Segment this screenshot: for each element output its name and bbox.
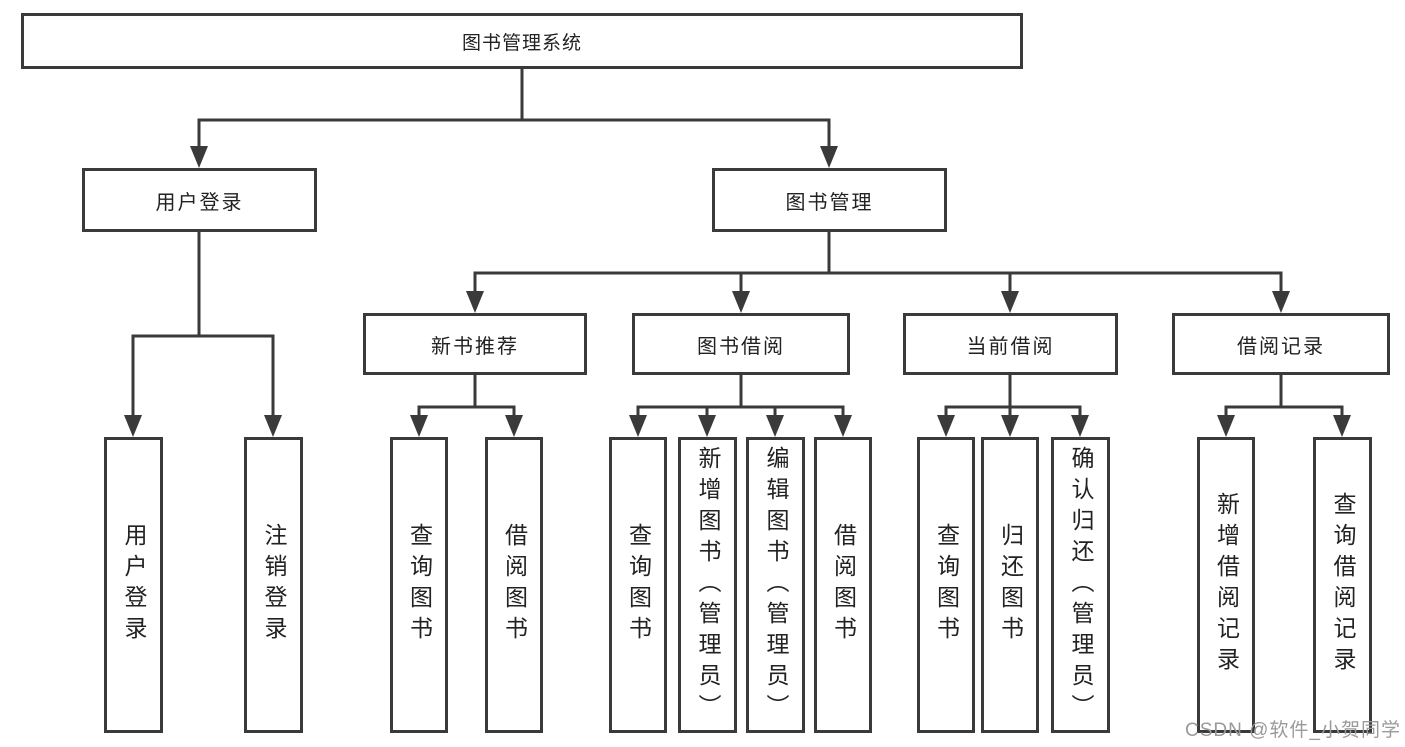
- node-label: 当前借阅: [966, 335, 1055, 358]
- node-label: 用户登录: [155, 191, 244, 214]
- leaf-logout: 注销登录: [244, 437, 303, 733]
- node-book-management: 图书管理: [712, 168, 947, 232]
- node-library-management-system: 图书管理系统: [21, 13, 1023, 69]
- node-new-book-recommendation: 新书推荐: [363, 313, 587, 375]
- node-label: 归还图书: [997, 523, 1024, 647]
- node-label: 图书管理系统: [461, 32, 582, 54]
- node-label: 借阅图书: [501, 523, 528, 647]
- node-label: 确认归还（管理员）: [1068, 445, 1094, 725]
- leaf-user-login: 用户登录: [104, 437, 163, 733]
- leaf-edit-books-admin: 编辑图书（管理员）: [746, 437, 805, 733]
- node-label: 借阅记录: [1237, 335, 1325, 358]
- leaf-add-borrow-record: 新增借阅记录: [1197, 437, 1255, 733]
- node-label: 图书借阅: [697, 335, 785, 358]
- node-label: 查询图书: [933, 523, 960, 647]
- node-label: 用户登录: [121, 523, 147, 647]
- csdn-watermark: CSDN @软件_小贺同学: [1185, 720, 1401, 741]
- leaf-query-books-current: 查询图书: [917, 437, 975, 733]
- leaf-query-books-borrow: 查询图书: [609, 437, 667, 733]
- leaf-borrow-books-recommend: 借阅图书: [485, 437, 543, 733]
- leaf-return-books: 归还图书: [981, 437, 1039, 733]
- node-label: 新书推荐: [431, 335, 519, 358]
- node-label: 新增图书（管理员）: [695, 445, 721, 725]
- node-label: 注销登录: [261, 523, 287, 647]
- node-current-borrowing: 当前借阅: [903, 313, 1118, 375]
- node-label: 编辑图书（管理员）: [763, 445, 789, 725]
- node-label: 查询借阅记录: [1330, 492, 1356, 678]
- leaf-borrow-books: 借阅图书: [814, 437, 872, 733]
- leaf-add-books-admin: 新增图书（管理员）: [678, 437, 737, 733]
- node-book-borrowing: 图书借阅: [632, 313, 850, 375]
- leaf-confirm-return-admin: 确认归还（管理员）: [1051, 437, 1110, 733]
- node-label: 借阅图书: [830, 523, 857, 647]
- node-label: 新增借阅记录: [1213, 492, 1240, 678]
- leaf-query-books-recommend: 查询图书: [390, 437, 448, 733]
- node-borrowing-records: 借阅记录: [1172, 313, 1390, 375]
- node-label: 图书管理: [785, 191, 874, 214]
- node-label: 查询图书: [625, 523, 652, 647]
- node-user-login: 用户登录: [82, 168, 317, 232]
- leaf-query-borrow-record: 查询借阅记录: [1313, 437, 1372, 733]
- arrowheads: [124, 146, 1351, 437]
- node-label: 查询图书: [406, 523, 433, 647]
